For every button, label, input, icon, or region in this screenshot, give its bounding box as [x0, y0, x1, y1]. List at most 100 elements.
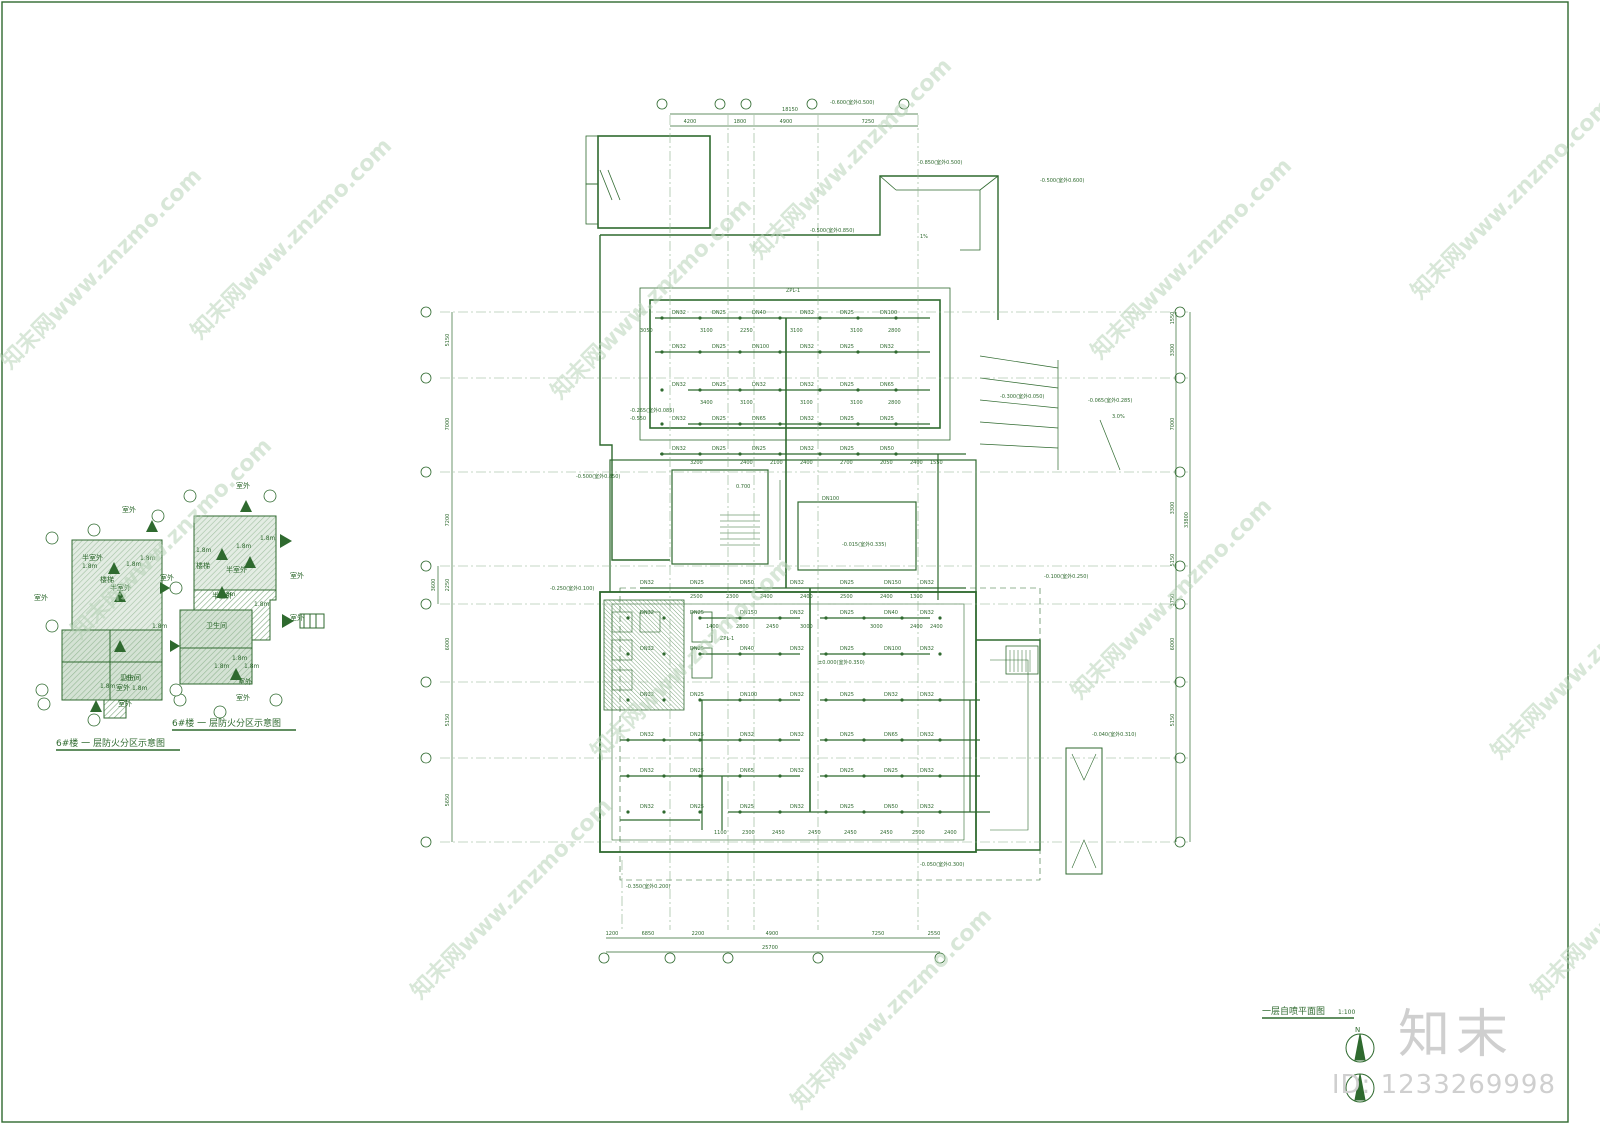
pipe-spacing: 2500	[690, 594, 703, 600]
pipe-spacing: 2400	[800, 594, 813, 600]
bottom-dimension: 1200	[606, 931, 619, 937]
brand-logo-text: 知末	[1397, 1005, 1514, 1065]
sprinkler-head	[938, 738, 942, 742]
sprinkler-head	[738, 388, 742, 392]
pipe-size-label: DN25	[712, 382, 726, 388]
pipe-size-label: DN25	[840, 446, 854, 452]
distance-label: 1.8m	[244, 663, 260, 670]
sprinkler-head	[738, 616, 742, 620]
right-extra-dimension: 3750	[1170, 594, 1176, 607]
pipe-size-label: DN32	[790, 646, 804, 652]
sprinkler-head	[698, 422, 702, 426]
right-total-dimension: 33800	[1184, 512, 1190, 528]
elevation-label: -0.100(室外0.250)	[1044, 573, 1088, 580]
sprinkler-head	[698, 452, 702, 456]
bottom-dimension: 4900	[766, 931, 779, 937]
sprinkler-head	[698, 616, 702, 620]
sprinkler-head	[698, 810, 702, 814]
left-dimension: 7000	[445, 418, 451, 431]
pipe-size-label: DN32	[790, 732, 804, 738]
pipe-size-label: DN32	[880, 344, 894, 350]
pipe-spacing: 3100	[800, 400, 813, 406]
elevation-label: -0.350(室外0.200)	[626, 883, 670, 890]
outside-label: 室外	[34, 593, 48, 602]
pipe-size-label: DN150	[884, 580, 901, 586]
pipe-size-label: DN25	[840, 310, 854, 316]
sprinkler-head	[862, 810, 866, 814]
grid-axis-bubble	[420, 560, 432, 572]
distance-label: 1.8m	[82, 563, 98, 570]
grid-axis-bubble	[1174, 598, 1186, 610]
bottom-dimension: 2200	[692, 931, 705, 937]
outside-label: 室外	[116, 683, 130, 692]
outside-label: 室外	[238, 677, 252, 686]
grid-axis-bubble	[656, 98, 668, 110]
pipe-size-label: DN25	[840, 646, 854, 652]
pipe-size-label: DN65	[884, 732, 898, 738]
pipe-size-label: DN25	[752, 446, 766, 452]
sprinkler-head	[818, 316, 822, 320]
distance-label: 1.8m	[140, 555, 156, 562]
left-dimension: 5150	[445, 334, 451, 347]
sprinkler-head	[862, 652, 866, 656]
pipe-spacing: 1400	[706, 624, 719, 630]
sprinkler-head	[778, 422, 782, 426]
pipe-spacing: 2400	[760, 594, 773, 600]
bottom-total-dimension: 25700	[762, 945, 778, 951]
grid-axis-bubble	[1174, 372, 1186, 384]
pipe-size-label: DN25	[712, 416, 726, 422]
sprinkler-head	[660, 422, 664, 426]
pipe-size-label: DN25	[690, 768, 704, 774]
watermark-text: 知末网www.znzmo.com	[1526, 793, 1600, 1004]
elevation-label: -0.500(室外0.850)	[810, 227, 854, 234]
room-label: 楼梯	[100, 575, 114, 584]
right-dimension: 3300	[1170, 344, 1176, 357]
sprinkler-head	[626, 774, 630, 778]
pipe-size-label: DN150	[740, 610, 757, 616]
grid-axis-bubble	[420, 466, 432, 478]
pipe-size-label: DN25	[840, 610, 854, 616]
sprinkler-heads	[626, 316, 942, 814]
distance-label: 1.8m	[232, 655, 248, 662]
sprinkler-head	[818, 422, 822, 426]
sprinkler-head	[778, 810, 782, 814]
outside-label: 室外	[160, 573, 174, 582]
sprinkler-head	[662, 810, 666, 814]
pipe-size-label: DN50	[740, 580, 754, 586]
pipe-size-label: DN32	[740, 732, 754, 738]
elevation-label: -0.550	[630, 416, 646, 422]
sprinkler-head	[778, 652, 782, 656]
dimension-lines	[437, 113, 1191, 953]
pipe-size-label: DN32	[640, 768, 654, 774]
pipe-spacing: 2400	[740, 460, 753, 466]
sprinkler-head	[778, 616, 782, 620]
fire-zone-plan-left	[61, 520, 180, 719]
pipe-size-label: DN25	[840, 382, 854, 388]
bottom-dimension: 2550	[928, 931, 941, 937]
grid-axis-bubble	[420, 676, 432, 688]
right-dimension: 5150	[1170, 554, 1176, 567]
pipe-size-label: DN25	[690, 692, 704, 698]
riser-label: ZPL-1	[720, 636, 734, 642]
sprinkler-head	[894, 452, 898, 456]
room-label: 半室外	[212, 591, 233, 600]
pipe-spacing: 3100	[700, 328, 713, 334]
sprinkler-head	[662, 738, 666, 742]
elevation-label: -0.500(室外0.850)	[576, 473, 620, 480]
sprinkler-head	[778, 316, 782, 320]
left-dimension: 2250	[445, 579, 451, 592]
room-label: 半室外	[110, 583, 131, 592]
grid-lines	[440, 115, 1190, 930]
sprinkler-head	[894, 422, 898, 426]
pipe-spacing: 2500	[912, 830, 925, 836]
distance-label: 1.8m	[214, 663, 230, 670]
sprinkler-head	[738, 738, 742, 742]
north-arrow-icon	[1345, 1033, 1375, 1103]
pipe-size-label: DN32	[920, 692, 934, 698]
room-label: 半室外	[226, 565, 247, 574]
sprinkler-head	[938, 616, 942, 620]
outside-label: 室外	[118, 699, 132, 708]
right-dimension: 7000	[1170, 418, 1176, 431]
sprinkler-head	[660, 316, 664, 320]
sprinkler-head	[938, 774, 942, 778]
